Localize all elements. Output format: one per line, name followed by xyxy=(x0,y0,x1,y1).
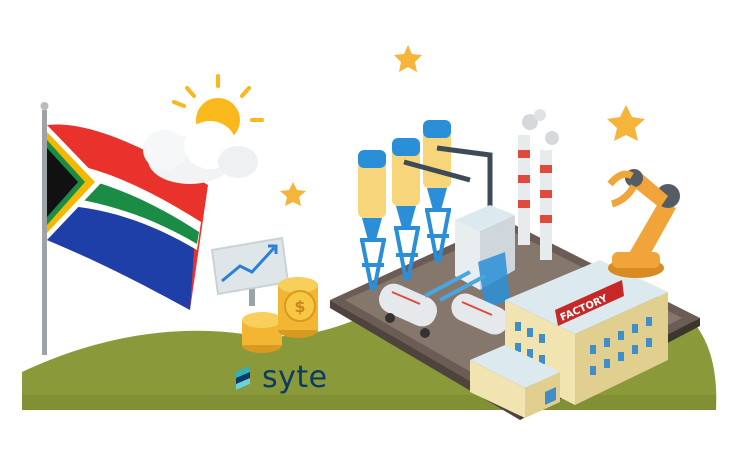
cloud-icon xyxy=(143,121,258,184)
star-icon xyxy=(280,182,306,206)
tanker-trucks xyxy=(378,270,509,338)
star-icon xyxy=(607,105,645,141)
brand-logo: syte xyxy=(230,362,328,394)
chart-sign-icon xyxy=(210,236,290,306)
robot-arm-icon xyxy=(607,169,680,278)
chimney-stacks xyxy=(518,109,559,260)
star-icon xyxy=(394,45,422,72)
small-plant-building xyxy=(455,205,515,308)
syte-logo-icon xyxy=(236,366,250,390)
brand-name: syte xyxy=(262,360,328,395)
coin-stack-icon: $ xyxy=(242,277,318,353)
hill-shadow xyxy=(22,395,716,410)
factory-icon: FACTORY xyxy=(470,260,668,418)
svg-text:$: $ xyxy=(294,297,305,316)
silo-towers xyxy=(358,120,493,291)
